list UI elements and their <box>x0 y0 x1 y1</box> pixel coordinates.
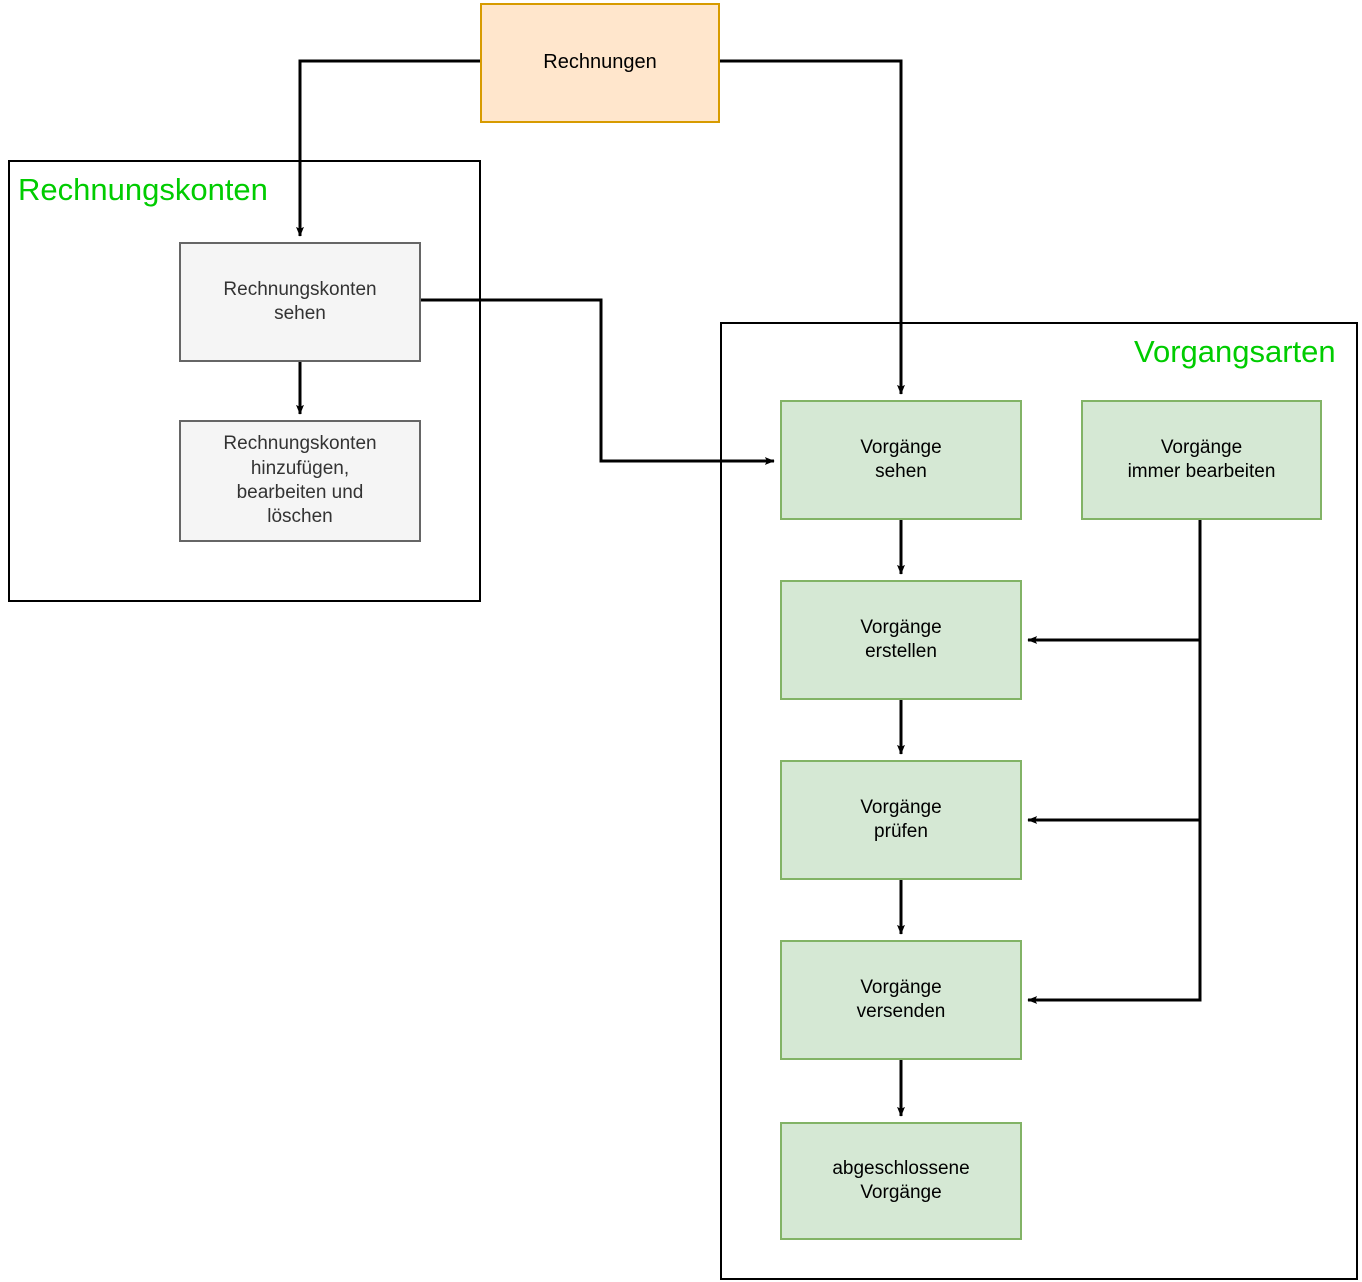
node-rechnungskonten-crud-label: Rechnungskonten hinzufügen, bearbeiten u… <box>223 433 377 528</box>
node-vorgaenge-pruefen[interactable]: Vorgänge prüfen <box>780 760 1022 880</box>
node-rechnungskonten-crud[interactable]: Rechnungskonten hinzufügen, bearbeiten u… <box>179 420 421 542</box>
node-vorgaenge-versenden[interactable]: Vorgänge versenden <box>780 940 1022 1060</box>
node-abgeschlossene-vorgaenge-label: abgeschlossene Vorgänge <box>832 1157 970 1203</box>
edge-rechnungen-to-vorgaenge-sehen <box>720 59 905 395</box>
node-vorgaenge-erstellen-label: Vorgänge erstellen <box>860 616 942 662</box>
group-rechnungskonten-title: Rechnungskonten <box>18 172 268 207</box>
node-vorgaenge-versenden-label: Vorgänge versenden <box>856 976 946 1022</box>
node-vorgaenge-immer-bearbeiten-label: Vorgänge immer bearbeiten <box>1127 436 1276 482</box>
node-rechnungskonten-sehen-label: Rechnungskonten sehen <box>223 278 377 324</box>
group-vorgangsarten-title: Vorgangsarten <box>1134 334 1336 369</box>
edge-rechnungen-to-rechnungskonten-sehen <box>296 59 480 237</box>
node-rechnungen[interactable]: Rechnungen <box>480 3 720 123</box>
edge-immer-bearbeiten-to-versenden <box>1027 820 1202 1004</box>
group-vorgangsarten[interactable] <box>720 322 1358 1280</box>
node-vorgaenge-erstellen[interactable]: Vorgänge erstellen <box>780 580 1022 700</box>
node-vorgaenge-immer-bearbeiten[interactable]: Vorgänge immer bearbeiten <box>1081 400 1322 520</box>
node-vorgaenge-sehen-label: Vorgänge sehen <box>860 436 942 482</box>
node-abgeschlossene-vorgaenge[interactable]: abgeschlossene Vorgänge <box>780 1122 1022 1240</box>
node-vorgaenge-sehen[interactable]: Vorgänge sehen <box>780 400 1022 520</box>
node-rechnungskonten-sehen[interactable]: Rechnungskonten sehen <box>179 242 421 362</box>
group-rechnungskonten[interactable] <box>8 160 481 602</box>
node-vorgaenge-pruefen-label: Vorgänge prüfen <box>860 796 942 842</box>
edge-rechnungskonten-sehen-to-vorgaenge-sehen <box>421 298 775 465</box>
node-rechnungen-label: Rechnungen <box>543 51 657 74</box>
